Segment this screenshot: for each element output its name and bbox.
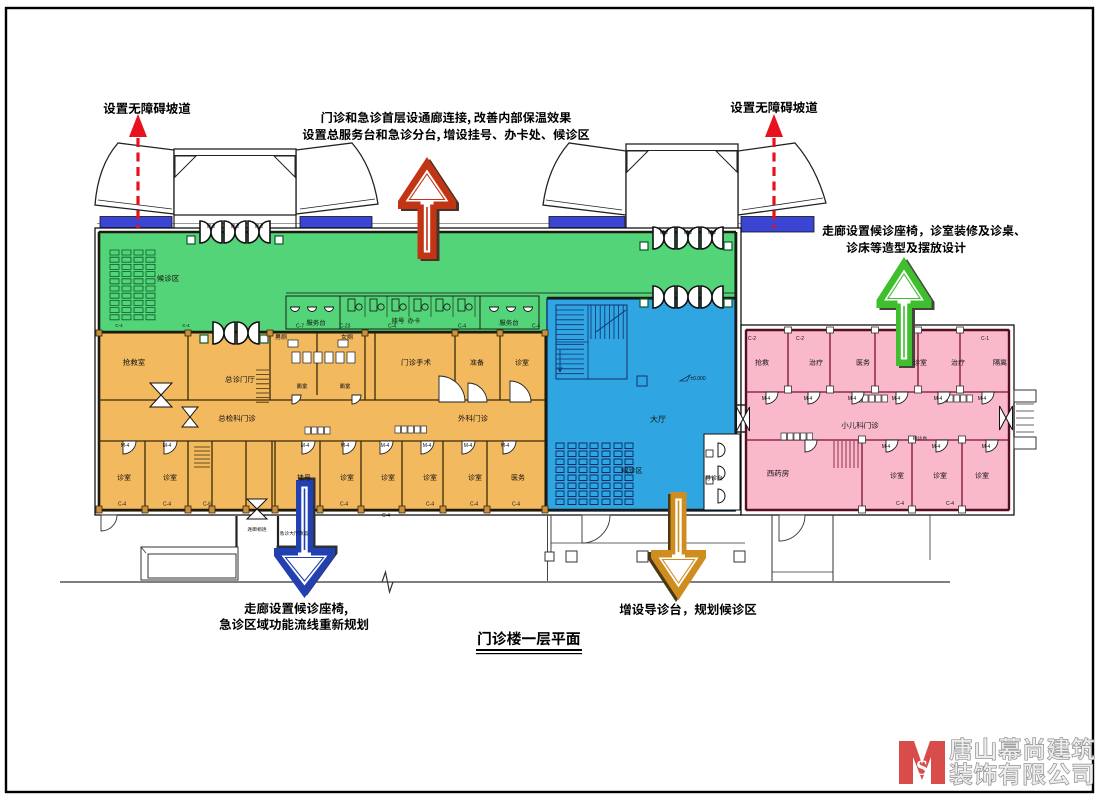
svg-text:M-4: M-4 (381, 443, 390, 449)
svg-text:M-2: M-2 (207, 224, 216, 230)
svg-text:C-7: C-7 (296, 324, 304, 330)
svg-text:C-4: C-4 (470, 502, 478, 508)
svg-text:C-4: C-4 (532, 324, 540, 330)
svg-text:M-4: M-4 (762, 396, 771, 402)
svg-text:C-4: C-4 (182, 323, 190, 328)
svg-text:M-4: M-4 (934, 396, 943, 402)
svg-text:C-4: C-4 (426, 502, 434, 508)
svg-text:C-4: C-4 (115, 323, 123, 328)
svg-text:C-1: C-1 (981, 336, 989, 342)
svg-text:M-4: M-4 (892, 396, 901, 402)
svg-text:C-4: C-4 (388, 324, 396, 330)
svg-text:C-6: C-6 (203, 502, 211, 508)
svg-text:M-4: M-4 (121, 443, 130, 449)
svg-text:M-4: M-4 (341, 443, 350, 449)
svg-text:M-2: M-2 (660, 230, 669, 236)
svg-text:C-2: C-2 (748, 336, 756, 342)
svg-text:±0.000: ±0.000 (690, 376, 705, 382)
svg-text:C-4: C-4 (382, 513, 390, 519)
svg-text:M-2: M-2 (231, 224, 240, 230)
svg-text:C-4: C-4 (163, 502, 171, 508)
svg-text:M-4: M-4 (804, 396, 813, 402)
svg-text:M-2: M-2 (708, 230, 717, 236)
svg-text:C-2: C-2 (796, 336, 804, 342)
svg-text:M-4: M-4 (848, 396, 857, 402)
svg-text:M-2: M-2 (684, 230, 693, 236)
svg-text:M-4: M-4 (932, 444, 941, 450)
svg-text:C-4: C-4 (340, 502, 348, 508)
svg-text:M-4: M-4 (301, 443, 310, 449)
svg-text:C-4: C-4 (118, 502, 126, 508)
svg-text:S: S (916, 755, 928, 780)
svg-text:M-4: M-4 (423, 443, 432, 449)
svg-text:M-4: M-4 (163, 443, 172, 449)
svg-text:M-4: M-4 (978, 396, 987, 402)
svg-text:C-4: C-4 (896, 501, 904, 507)
svg-text:M-4: M-4 (882, 444, 891, 450)
svg-text:M-2: M-2 (255, 224, 264, 230)
svg-text:C-4: C-4 (458, 324, 466, 330)
svg-text:M-4: M-4 (982, 444, 991, 450)
svg-text:C-4: C-4 (946, 501, 954, 507)
svg-text:M-4: M-4 (501, 443, 510, 449)
svg-text:M-4: M-4 (464, 443, 473, 449)
svg-text:C-4: C-4 (512, 502, 520, 508)
svg-text:C-23: C-23 (340, 324, 351, 330)
